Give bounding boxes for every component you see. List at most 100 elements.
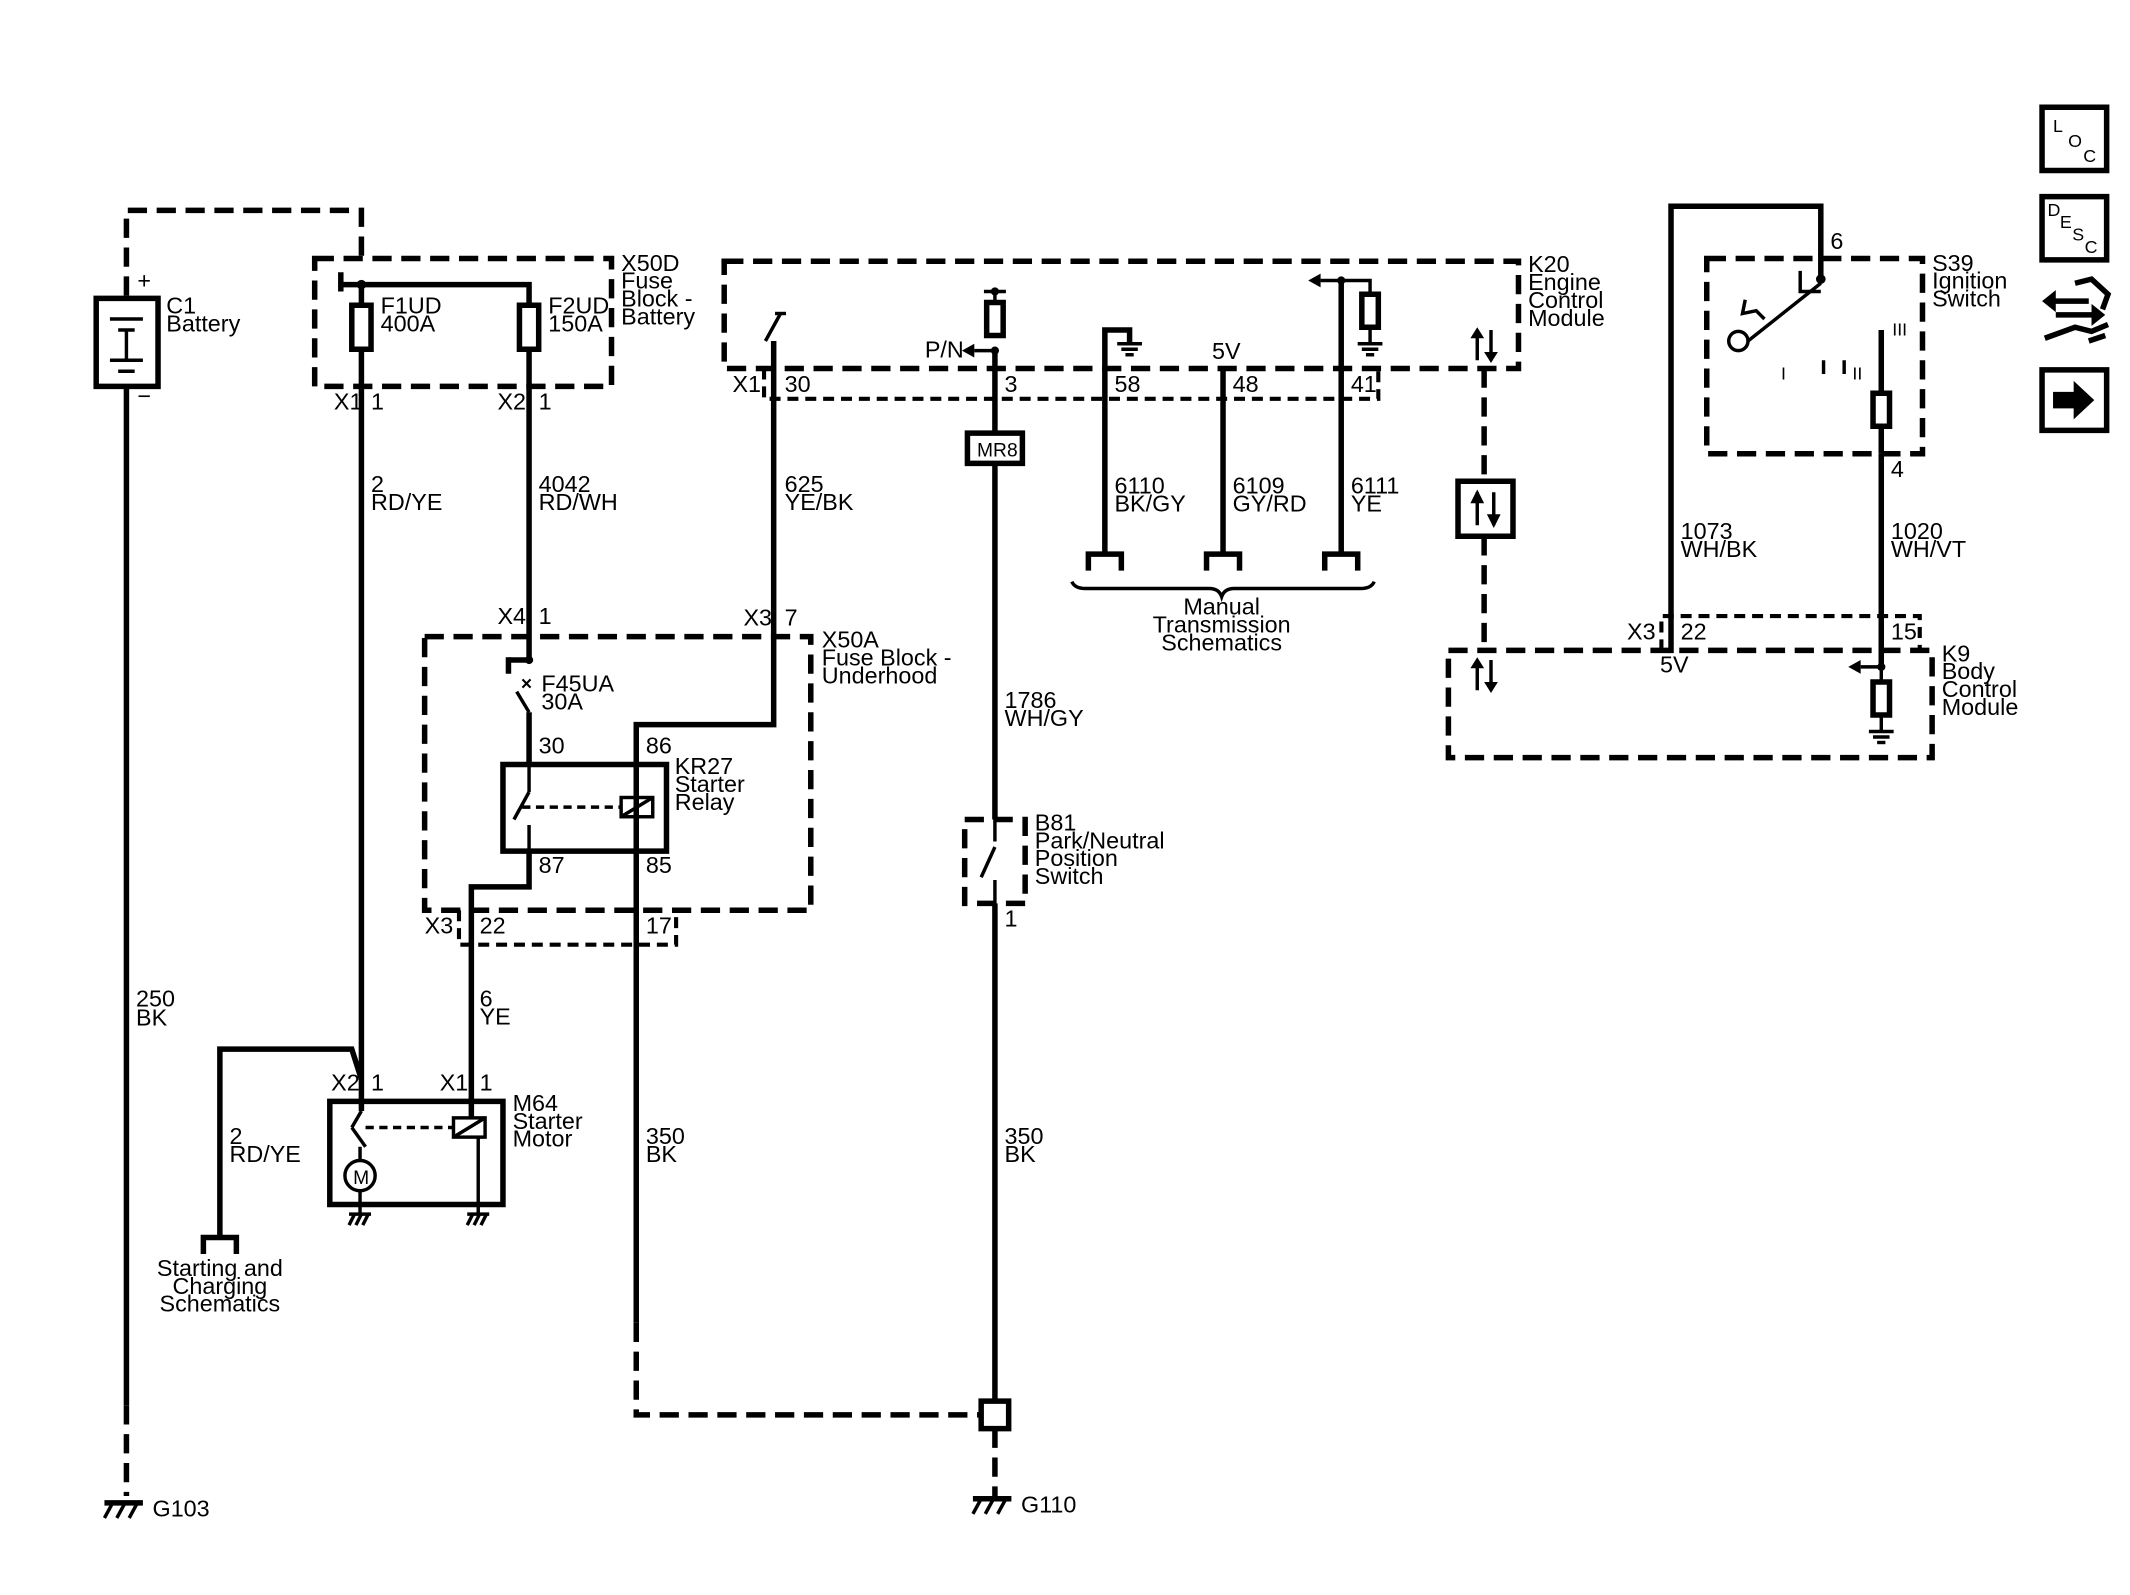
conn-x4-pin: 1	[539, 603, 552, 629]
desc-button[interactable]: D E S C	[2039, 193, 2110, 263]
ign-pos-1: I	[1781, 363, 1786, 383]
start-charge-l1: Starting and	[157, 1255, 283, 1281]
fuse-f1ud	[349, 302, 374, 352]
conn-x3-top: X3	[743, 605, 772, 631]
motor-name-l1: Starter	[513, 1108, 583, 1134]
fuse-f1ud-id: F1UD	[381, 292, 442, 318]
conn-x2-fuse-pin: 1	[539, 389, 552, 415]
starting-charging-reference: Starting and Charging Schematics	[157, 1234, 283, 1317]
x50d-name-l3: Battery	[621, 303, 695, 329]
desc-letter-1: D	[2048, 200, 2061, 220]
ign-id: S39	[1932, 250, 1974, 276]
wire-4042-color: RD/WH	[539, 489, 618, 515]
serial-data-arrows-icon	[1470, 327, 1498, 363]
bcm-k9: 5V K9 Body Control Module	[1445, 613, 2019, 761]
wire-1073-circuit: 1073	[1681, 518, 1733, 544]
manual-trans-l1: Manual	[1183, 594, 1260, 620]
wire-6110-color: BK/GY	[1114, 490, 1186, 516]
wire-1073-color: WH/BK	[1681, 536, 1758, 562]
pn-switch-b81: B81 Park/Neutral Position Switch	[961, 809, 1165, 907]
conn-x1-fuse: X1	[334, 389, 363, 415]
relay-pin-86: 86	[646, 732, 672, 758]
loc-letter-2: O	[2068, 131, 2082, 151]
next-arrow-button[interactable]	[2039, 367, 2110, 434]
fuse-block-x50a: X50A Fuse Block - Underhood × F45UA 30A …	[421, 627, 952, 947]
fuse-f2ud-rating: 150A	[548, 310, 603, 336]
wire-6109-circuit: 6109	[1233, 473, 1285, 499]
wire-6-ye	[468, 851, 532, 1117]
wire-6109-color: GY/RD	[1233, 490, 1307, 516]
conn-x2-motor: X2	[331, 1069, 360, 1095]
relay-name-l2: Relay	[675, 789, 735, 815]
bcm-name-l1: Body	[1942, 658, 1996, 684]
wire-350b-color: BK	[1005, 1141, 1037, 1167]
motor-m-icon: M	[353, 1168, 369, 1189]
pn-switch-name-l1: Park/Neutral	[1035, 827, 1165, 853]
fuse-f45ua-rating: 30A	[541, 688, 583, 714]
wire-6111-circuit: 6111	[1351, 473, 1399, 499]
battery-minus: −	[137, 383, 151, 409]
x50d-name-l2: Block -	[621, 286, 692, 312]
fuse-f2ud-id: F2UD	[548, 292, 609, 318]
x50a-id: X50A	[822, 627, 880, 653]
conn-x2-motor-pin: 1	[371, 1069, 384, 1095]
ign-pos-3: III	[1892, 319, 1907, 339]
ign-name-l1: Ignition	[1932, 268, 2007, 294]
fuse-f2ud	[516, 302, 542, 352]
wire-625-circuit: 625	[785, 471, 824, 497]
right-arrow-icon	[2053, 380, 2095, 420]
x50a-name-l2: Underhood	[822, 662, 938, 688]
conn-x1-motor-pin: 1	[480, 1069, 493, 1095]
start-charge-l2: Charging	[172, 1273, 267, 1299]
wire-2-circuit: 2	[371, 471, 384, 497]
conn-x1-ecm: X1	[732, 371, 761, 397]
ign-pin-4: 4	[1891, 456, 1904, 482]
fuse-block-x50d: X50D Fuse Block - Battery F1UD 400A F2UD…	[311, 250, 695, 390]
manual-trans-l3: Schematics	[1161, 629, 1282, 655]
conn-x3-pin-17: 17	[646, 913, 672, 939]
relay-name-l1: Starter	[675, 771, 745, 797]
wire-250-circuit: 250	[136, 985, 175, 1011]
wire-2-lower-circuit: 2	[229, 1123, 242, 1149]
loc-letter-3: C	[2083, 146, 2096, 166]
ecm-name-l3: Module	[1528, 305, 1605, 331]
bcm-name-l2: Control	[1942, 676, 2017, 702]
loc-letter-1: L	[2053, 116, 2063, 136]
battery-plus: +	[137, 268, 151, 294]
fuse-f45ua-id: F45UA	[541, 671, 614, 697]
battery-name: Battery	[166, 310, 240, 336]
manual-trans-l2: Transmission	[1153, 611, 1291, 637]
wire-1786-circuit: 1786	[1005, 687, 1057, 713]
battery-c1: + − C1 Battery	[93, 207, 365, 409]
wire-625	[633, 341, 777, 1323]
ign-name-l2: Switch	[1932, 286, 2001, 312]
loc-button[interactable]: L O C	[2039, 104, 2110, 174]
wire-1786-color: WH/GY	[1005, 705, 1085, 731]
conn-x4: X4	[497, 603, 526, 629]
diagnostic-tools-icon[interactable]	[2042, 276, 2112, 344]
fuse-f45ua-icon: ×	[521, 674, 532, 695]
bcm-id: K9	[1942, 640, 1971, 666]
x50d-name-l1: Fuse	[621, 268, 673, 294]
ecm-pin-41: 41	[1351, 371, 1377, 397]
bcm-pin-22: 22	[1681, 618, 1707, 644]
wire-6-circuit: 6	[480, 985, 493, 1011]
pn-switch-id: B81	[1035, 809, 1077, 835]
wire-1020-color: WH/VT	[1891, 536, 1966, 562]
ecm-id: K20	[1528, 251, 1570, 277]
battery-id: C1	[166, 292, 196, 318]
ecm-pn-label: P/N	[925, 336, 964, 362]
wire-6111-color: YE	[1351, 490, 1382, 516]
fuse-f1ud-rating: 400A	[381, 310, 436, 336]
ign-pin-6: 6	[1830, 228, 1843, 254]
starter-motor-m64: M M64 Starter Motor	[327, 1090, 583, 1226]
ecm-k20: K20 Engine Control Module P/N 5V	[721, 251, 1605, 402]
bcm-name-l3: Module	[1942, 694, 2019, 720]
manual-trans-reference: Manual Transmission Schematics	[1070, 551, 1376, 655]
ground-g110: G110	[971, 1491, 1076, 1518]
wire-2-color: RD/YE	[371, 489, 442, 515]
wire-2-lower-color: RD/YE	[229, 1141, 300, 1167]
x50d-id: X50D	[621, 250, 679, 276]
relay-pin-30: 30	[539, 732, 565, 758]
ground-g103: G103	[102, 1496, 210, 1522]
